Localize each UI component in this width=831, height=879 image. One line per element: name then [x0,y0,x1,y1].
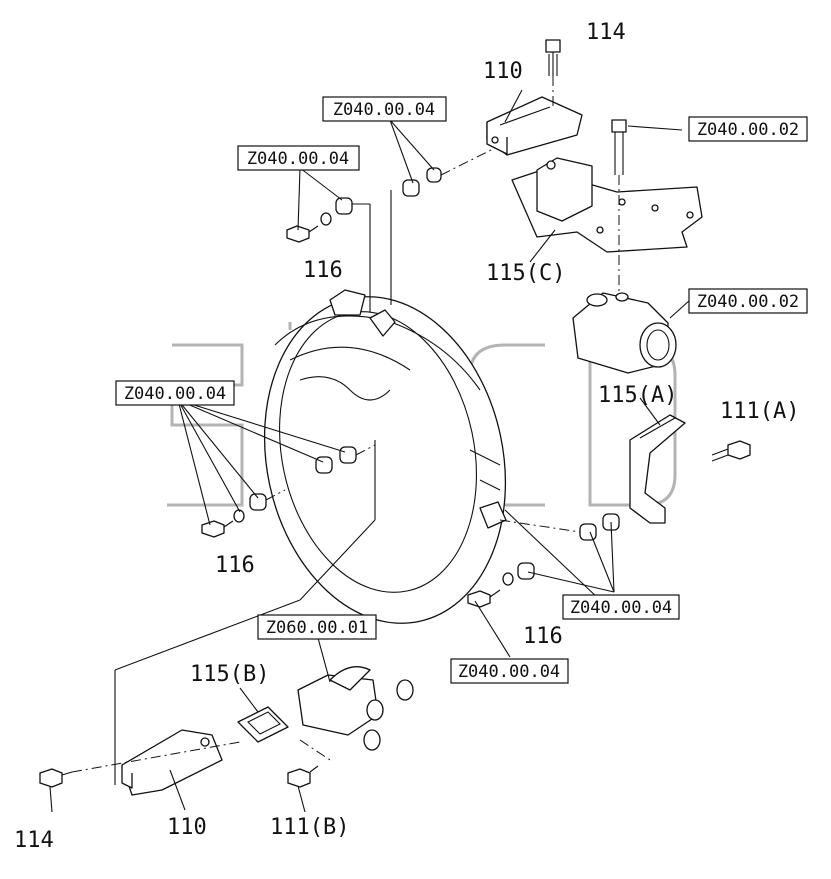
label-115c: 115(C) [486,261,565,286]
ref-box-2: Z040.00.04 [237,145,360,171]
left-fasteners [201,444,376,538]
label-114-bottom: 114 [14,828,54,853]
ref-box-4: Z040.00.02 [688,288,808,314]
ref-box-8: Z040.00.04 [450,658,569,684]
ref-label-5: Z040.00.04 [124,384,226,404]
bolt-114-bottom [39,741,241,788]
water-outlet [572,292,677,374]
label-110-bottom: 110 [167,815,207,840]
bracket-115c [511,157,703,253]
leader-lines [49,89,691,813]
label-115b: 115(B) [190,662,269,687]
label-114-top: 114 [586,20,626,45]
fan-shroud [263,289,507,624]
bolt-114-top [545,39,561,110]
ref-label-4: Z040.00.02 [697,292,799,312]
bolt-111a [711,440,751,462]
ref-box-5: Z040.00.04 [115,380,235,406]
label-110-top: 110 [483,59,523,84]
label-111b: 111(B) [270,815,349,840]
bolt-z040-02-upper [611,119,627,295]
ref-label-7: Z060.00.01 [266,618,368,638]
ref-box-6: Z040.00.04 [562,594,680,620]
ref-label-3: Z040.00.02 [697,120,799,140]
label-116-right: 116 [523,624,563,649]
ref-label-6: Z040.00.04 [570,598,672,618]
bracket-115a [629,414,686,524]
label-111a: 111(A) [720,399,799,424]
ref-label-2: Z040.00.04 [247,149,349,169]
bracket-110-bottom [121,729,223,796]
bracket-110-top [486,96,583,156]
label-116-left: 116 [215,553,255,578]
ref-box-7: Z060.00.01 [257,614,377,640]
ref-label-8: Z040.00.04 [458,662,560,682]
ref-box-3: Z040.00.02 [688,116,808,142]
label-115a: 115(A) [598,383,677,408]
bracket-115b [237,706,289,743]
ref-label-1: Z040.00.04 [333,100,435,120]
bolt-111b [287,739,331,788]
label-116-upper: 116 [303,258,343,283]
spacers-top [286,147,496,312]
ref-box-1: Z040.00.04 [322,96,447,122]
block-z060 [297,666,414,751]
